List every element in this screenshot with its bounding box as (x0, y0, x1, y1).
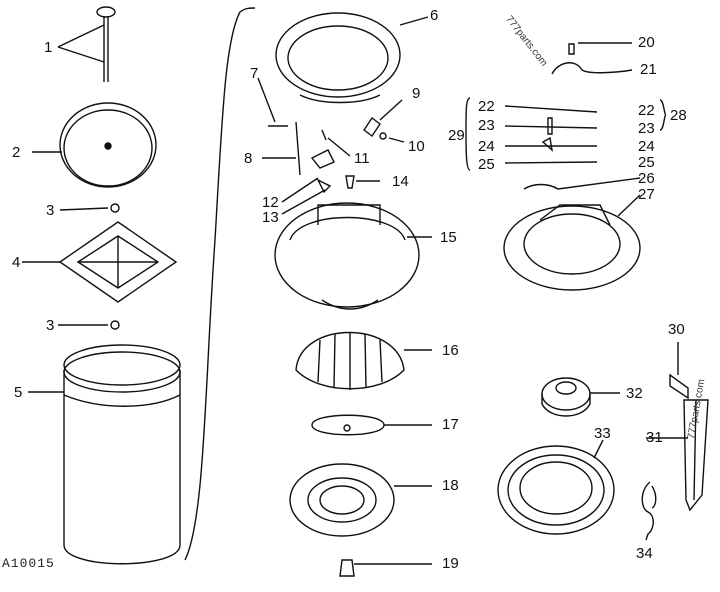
part-34-clip (641, 481, 657, 541)
label-part-25-right: 25 (638, 154, 655, 171)
label-part-32: 32 (626, 385, 643, 402)
part-6-cover (275, 12, 429, 104)
part-30-31-bracket (646, 342, 709, 512)
label-part-14: 14 (392, 173, 409, 190)
label-part-4: 4 (12, 254, 21, 271)
part-17-disc (311, 414, 432, 436)
assembly-connector-line (184, 7, 256, 561)
label-part-24-right: 24 (638, 138, 655, 155)
label-part-21: 21 (640, 61, 657, 78)
label-part-17: 17 (442, 416, 459, 433)
parts-20-to-29-assembly (465, 42, 667, 291)
label-part-25-left: 25 (478, 156, 495, 173)
label-part-6: 6 (430, 7, 439, 24)
label-part-28: 28 (670, 107, 687, 124)
label-part-34: 34 (636, 545, 653, 562)
figure-id: A10015 (2, 556, 55, 571)
label-part-24-left: 24 (478, 138, 495, 155)
label-part-19: 19 (442, 555, 459, 572)
label-part-23-right: 23 (638, 120, 655, 137)
part-33-gasket (497, 439, 615, 535)
label-part-13: 13 (262, 209, 279, 226)
part-32-nut (541, 377, 620, 417)
label-part-7: 7 (250, 65, 259, 82)
label-part-2: 2 (12, 144, 21, 161)
label-part-12: 12 (262, 194, 279, 211)
part-2-lid (32, 102, 157, 188)
part-18-base (289, 463, 432, 537)
label-part-5: 5 (14, 384, 23, 401)
label-part-15: 15 (440, 229, 457, 246)
label-part-29: 29 (448, 127, 465, 144)
part-4-blade-plate (22, 221, 178, 303)
part-15-housing (274, 202, 432, 310)
label-part-33: 33 (594, 425, 611, 442)
part-5-jar (28, 344, 181, 565)
label-part-1: 1 (44, 39, 53, 56)
part-16-slotted-dome (295, 331, 432, 390)
part-1-pin (57, 6, 116, 82)
parts-7-to-14-small-hardware (257, 77, 405, 215)
label-part-23-left: 23 (478, 117, 495, 134)
label-part-9: 9 (412, 85, 421, 102)
label-part-10: 10 (408, 138, 425, 155)
label-part-8: 8 (244, 150, 253, 167)
label-part-11: 11 (354, 150, 370, 167)
label-part-22-right: 22 (638, 102, 655, 119)
label-part-18: 18 (442, 477, 459, 494)
label-part-3: 3 (46, 202, 55, 219)
label-part-22-left: 22 (478, 98, 495, 115)
part-3-washer (58, 203, 120, 330)
part-19-fastener (339, 559, 432, 577)
label-part-26: 26 (638, 170, 655, 187)
label-part-20: 20 (638, 34, 655, 51)
label-part-31: 31 (646, 429, 663, 446)
label-part-3-second: 3 (46, 317, 55, 334)
label-part-30: 30 (668, 321, 685, 338)
label-part-27: 27 (638, 186, 655, 203)
label-part-16: 16 (442, 342, 459, 359)
